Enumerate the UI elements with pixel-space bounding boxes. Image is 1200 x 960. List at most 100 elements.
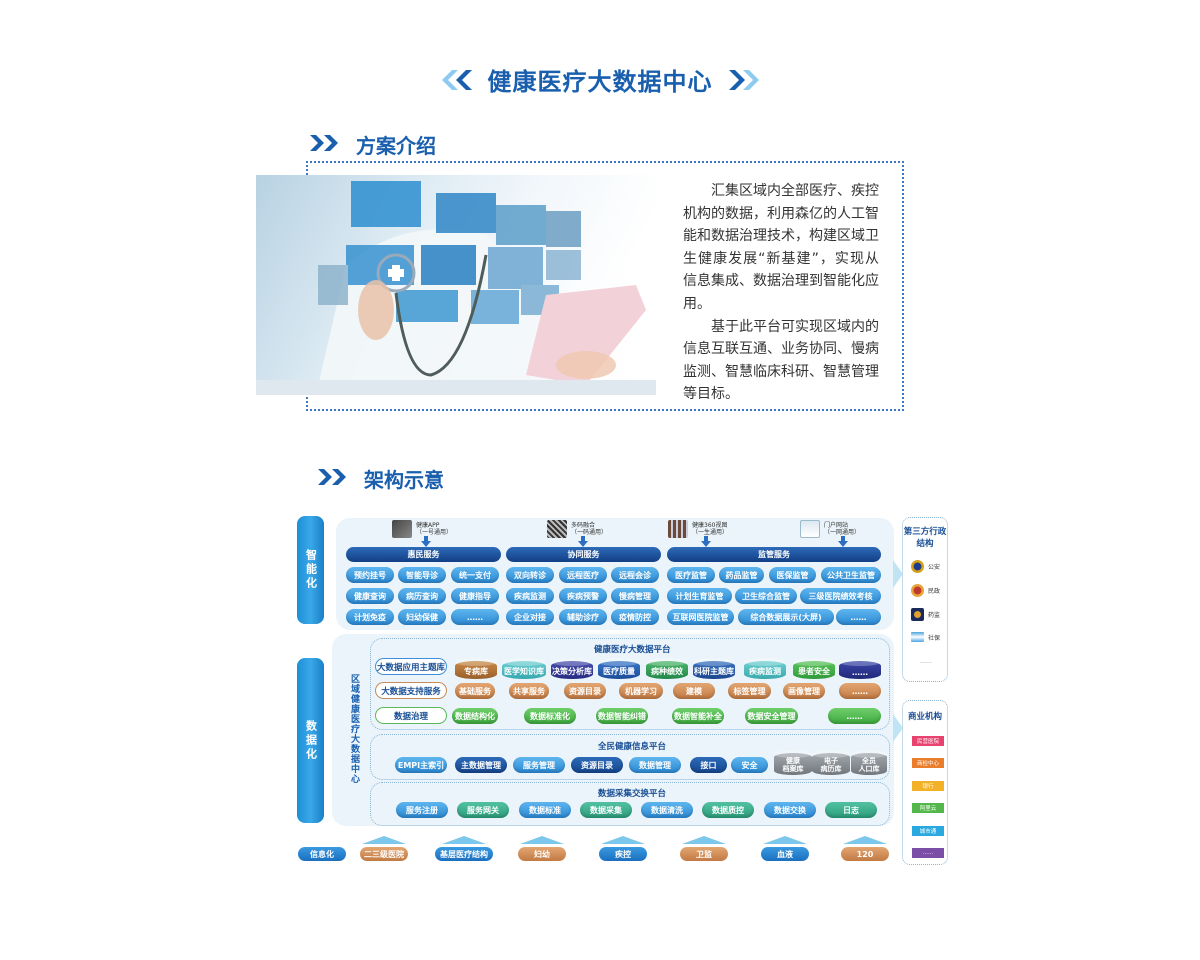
service-item[interactable]: 卫生综合监管 bbox=[735, 588, 797, 604]
third-party-item-civil[interactable]: 民政 bbox=[911, 584, 940, 597]
theme-db[interactable]: 患者安全 bbox=[793, 658, 835, 679]
exchange-item[interactable]: 数据质控 bbox=[702, 802, 754, 818]
info-store-db[interactable]: 全员 人口库 bbox=[851, 750, 887, 775]
source-item[interactable]: 基层医疗结构 bbox=[435, 847, 493, 861]
info-store-db[interactable]: 电子 病历库 bbox=[812, 750, 850, 775]
service-item[interactable]: 疫情防控 bbox=[611, 609, 659, 625]
third-party-item-drug[interactable]: 药监 bbox=[911, 608, 940, 621]
top-entry-multi-code[interactable]: 多码融合（一码通用） bbox=[547, 520, 607, 538]
service-item[interactable]: 预约挂号 bbox=[346, 567, 394, 583]
bigdata-platform-title: 健康医疗大数据平台 bbox=[594, 645, 671, 655]
service-item[interactable]: 公共卫生监管 bbox=[821, 567, 881, 583]
governance-item[interactable]: 数据结构化 bbox=[452, 708, 498, 724]
service-item[interactable]: 远程会诊 bbox=[611, 567, 659, 583]
source-item[interactable]: 120 bbox=[841, 847, 889, 861]
exchange-item[interactable]: 数据交换 bbox=[764, 802, 816, 818]
exchange-item[interactable]: 服务注册 bbox=[396, 802, 448, 818]
support-item[interactable]: 画像管理 bbox=[783, 683, 825, 699]
service-item[interactable]: 双向转诊 bbox=[506, 567, 554, 583]
support-item[interactable]: 建模 bbox=[673, 683, 715, 699]
platform-item[interactable]: 安全 bbox=[731, 757, 768, 773]
theme-db[interactable]: 疾病监测 bbox=[744, 658, 786, 679]
service-item[interactable]: 智能导诊 bbox=[398, 567, 446, 583]
service-item[interactable]: 统一支付 bbox=[451, 567, 499, 583]
source-item[interactable]: 血液 bbox=[761, 847, 809, 861]
service-item[interactable]: 医保监管 bbox=[769, 567, 816, 583]
theme-db[interactable]: 医学知识库 bbox=[502, 658, 546, 679]
platform-item[interactable]: 接口 bbox=[690, 757, 727, 773]
service-item[interactable]: 综合数据展示(大屏) bbox=[738, 609, 834, 625]
theme-db[interactable]: 科研主题库 bbox=[693, 658, 735, 679]
service-item[interactable]: 慢病管理 bbox=[611, 588, 659, 604]
support-item[interactable]: 共享服务 bbox=[509, 683, 549, 699]
commercial-item[interactable]: 城市通 bbox=[912, 826, 944, 836]
governance-item[interactable]: 数据标准化 bbox=[524, 708, 576, 724]
top-entry-portal[interactable]: 门户网站（一网通用） bbox=[800, 520, 860, 538]
service-item[interactable]: 药品监管 bbox=[719, 567, 764, 583]
exchange-platform-frame bbox=[370, 782, 890, 826]
governance-item[interactable]: 数据安全管理 bbox=[745, 708, 798, 724]
support-item[interactable]: 标签管理 bbox=[728, 683, 771, 699]
theme-db[interactable]: 决策分析库 bbox=[551, 658, 593, 679]
platform-item[interactable]: EMPI主索引 bbox=[395, 757, 447, 773]
service-item[interactable]: 三级医院绩效考核 bbox=[800, 588, 881, 604]
support-item[interactable]: 基础服务 bbox=[455, 683, 495, 699]
intro-image bbox=[256, 175, 656, 395]
service-item[interactable]: 疾病监测 bbox=[506, 588, 554, 604]
support-item[interactable]: 机器学习 bbox=[619, 683, 663, 699]
service-item[interactable]: 病历查询 bbox=[398, 588, 446, 604]
service-item[interactable]: …… bbox=[836, 609, 881, 625]
platform-item[interactable]: 资源目录 bbox=[571, 757, 623, 773]
third-party-item-social[interactable]: 社保 bbox=[911, 632, 940, 642]
support-row-label: 大数据支持服务 bbox=[375, 682, 447, 699]
service-item[interactable]: 妇幼保健 bbox=[398, 609, 446, 625]
info-store-db[interactable]: 健康 档案库 bbox=[774, 750, 812, 775]
source-item[interactable]: 疾控 bbox=[599, 847, 647, 861]
top-entry-health-app[interactable]: 健康APP（一号通用） bbox=[392, 520, 452, 538]
third-party-more: …… bbox=[920, 658, 932, 665]
governance-item[interactable]: 数据智能补全 bbox=[672, 708, 724, 724]
theme-db[interactable]: …… bbox=[839, 658, 881, 679]
third-party-item-police[interactable]: 公安 bbox=[911, 560, 940, 573]
right-chevrons-icon bbox=[721, 68, 761, 92]
commercial-item[interactable]: 银行 bbox=[912, 781, 944, 791]
source-item[interactable]: 卫监 bbox=[680, 847, 728, 861]
up-arrow-icon bbox=[843, 836, 887, 844]
exchange-item[interactable]: 数据清洗 bbox=[641, 802, 693, 818]
commercial-item[interactable]: 商检中心 bbox=[912, 758, 944, 768]
theme-db[interactable]: 专病库 bbox=[455, 658, 497, 679]
theme-db[interactable]: 病种绩效 bbox=[646, 658, 688, 679]
intro-description: 汇集区域内全部医疗、疾控机构的数据，利用森亿的人工智能和数据治理技术，构建区域卫… bbox=[683, 180, 879, 406]
source-item[interactable]: 二三级医院 bbox=[360, 847, 408, 861]
third-party-box: 第三方行政结构 公安 民政 药监 社保 …… bbox=[902, 517, 948, 682]
top-entry-health-360[interactable]: 健康360视图（一生通用） bbox=[668, 520, 728, 538]
governance-item[interactable]: 数据智能纠错 bbox=[596, 708, 648, 724]
support-item[interactable]: …… bbox=[839, 683, 881, 699]
exchange-item[interactable]: 数据采集 bbox=[580, 802, 632, 818]
exchange-item[interactable]: 日志 bbox=[825, 802, 877, 818]
health-info-platform-title: 全民健康信息平台 bbox=[598, 742, 667, 752]
support-item[interactable]: 资源目录 bbox=[564, 683, 606, 699]
theme-db[interactable]: 医疗质量 bbox=[598, 658, 640, 679]
source-item[interactable]: 妇幼 bbox=[518, 847, 566, 861]
service-item[interactable]: 健康指导 bbox=[451, 588, 499, 604]
service-item[interactable]: 医疗监管 bbox=[667, 567, 715, 583]
service-item[interactable]: 健康查询 bbox=[346, 588, 394, 604]
commercial-item[interactable]: 阿里云 bbox=[912, 803, 944, 813]
service-item[interactable]: 计划生育监管 bbox=[667, 588, 732, 604]
service-item[interactable]: 企业对接 bbox=[506, 609, 554, 625]
service-item[interactable]: 疾病预警 bbox=[559, 588, 607, 604]
exchange-item[interactable]: 数据标准 bbox=[519, 802, 571, 818]
platform-item[interactable]: 主数据管理 bbox=[455, 757, 507, 773]
commercial-item[interactable]: …… bbox=[912, 848, 944, 858]
governance-item[interactable]: …… bbox=[828, 708, 881, 724]
service-item[interactable]: …… bbox=[451, 609, 499, 625]
platform-item[interactable]: 服务管理 bbox=[513, 757, 565, 773]
service-item[interactable]: 远程医疗 bbox=[559, 567, 607, 583]
platform-item[interactable]: 数据管理 bbox=[629, 757, 681, 773]
service-item[interactable]: 计划免疫 bbox=[346, 609, 394, 625]
service-item[interactable]: 互联网医院监管 bbox=[667, 609, 734, 625]
service-item[interactable]: 辅助诊疗 bbox=[559, 609, 607, 625]
exchange-item[interactable]: 服务网关 bbox=[457, 802, 509, 818]
commercial-item[interactable]: 民营医院 bbox=[912, 736, 944, 746]
